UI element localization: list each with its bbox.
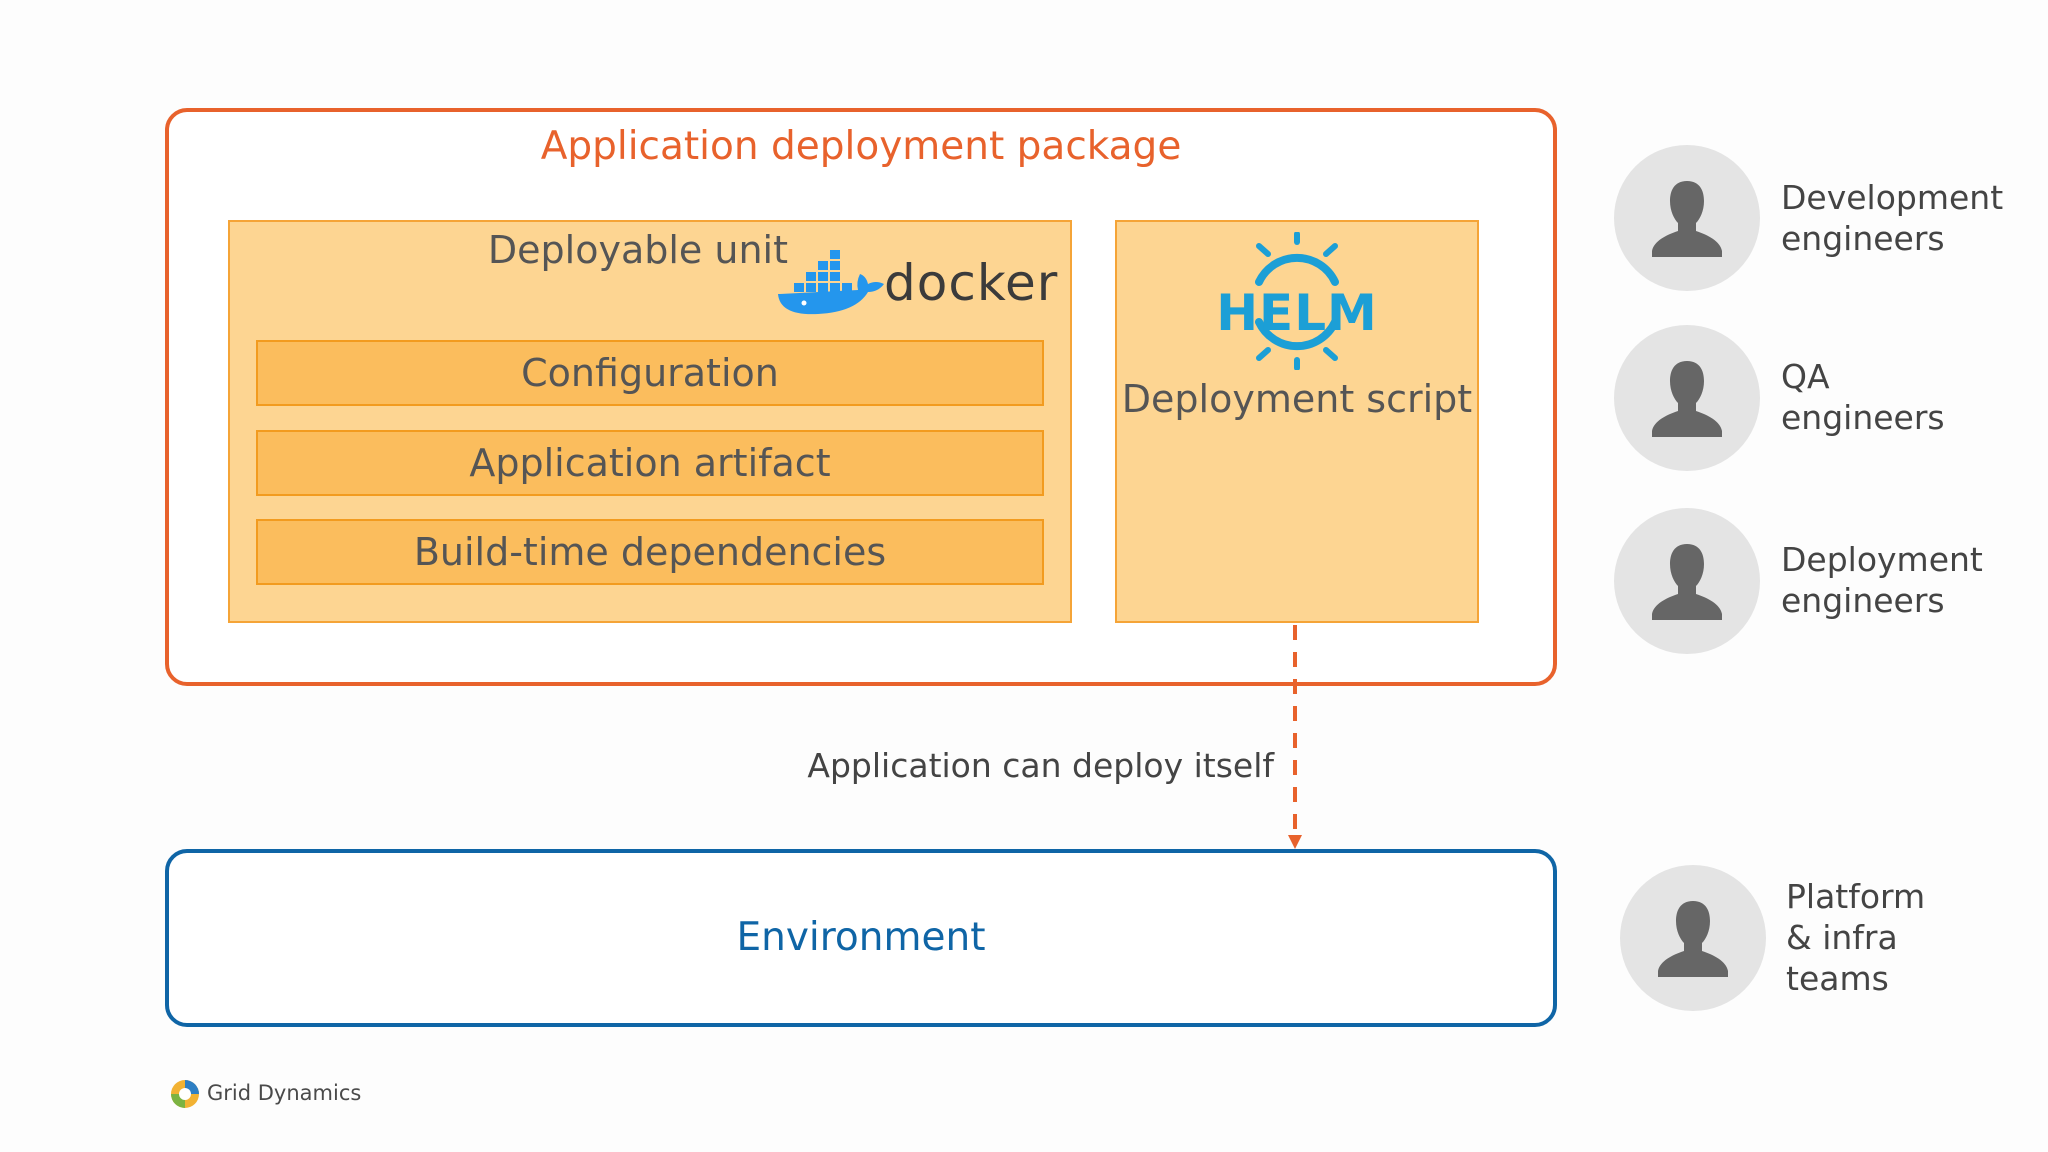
layer-configuration: Configuration — [256, 340, 1044, 406]
persona-line: teams — [1786, 959, 1889, 998]
helm-box-label: Deployment script — [1121, 377, 1473, 421]
deploy-arrow-label: Application can deploy itself — [807, 746, 1274, 785]
environment-frame — [165, 849, 1557, 1027]
docker-whale-icon — [778, 250, 884, 315]
layer-build-time-dependencies: Build-time dependencies — [256, 519, 1044, 585]
persona-label-deployment: Deployment engineers — [1781, 539, 1983, 621]
docker-logo-text: docker — [884, 254, 1059, 312]
persona-line: engineers — [1781, 398, 1945, 437]
helm-wheel-icon — [1255, 232, 1339, 370]
person-icon — [1658, 901, 1728, 977]
persona-line: engineers — [1781, 581, 1945, 620]
persona-line: Deployment — [1781, 540, 1983, 579]
persona-line: Platform — [1786, 877, 1926, 916]
person-icon — [1652, 361, 1722, 437]
persona-avatar-development — [1614, 145, 1760, 291]
persona-avatar-platform — [1620, 865, 1766, 1011]
persona-label-qa: QA engineers — [1781, 356, 1945, 438]
persona-label-development: Development engineers — [1781, 177, 2003, 259]
environment-title: Environment — [736, 915, 986, 960]
helm-box — [1115, 220, 1479, 623]
deployable-unit-title: Deployable unit — [487, 228, 788, 272]
deploy-arrow — [1288, 625, 1302, 849]
grid-dynamics-logo-icon — [171, 1080, 199, 1108]
persona-line: & infra — [1786, 918, 1898, 957]
persona-label-platform: Platform & infra teams — [1786, 876, 1925, 999]
persona-avatar-qa — [1614, 325, 1760, 471]
persona-avatar-deployment — [1614, 508, 1760, 654]
persona-line: QA — [1781, 357, 1830, 396]
persona-line: Development — [1781, 178, 2004, 217]
footer-brand: Grid Dynamics — [207, 1081, 362, 1105]
person-icon — [1652, 181, 1722, 257]
helm-logo-text: HELM — [1216, 284, 1378, 342]
persona-line: engineers — [1781, 219, 1945, 258]
deployment-package-title: Application deployment package — [540, 124, 1182, 169]
person-icon — [1652, 544, 1722, 620]
layer-application-artifact: Application artifact — [256, 430, 1044, 496]
